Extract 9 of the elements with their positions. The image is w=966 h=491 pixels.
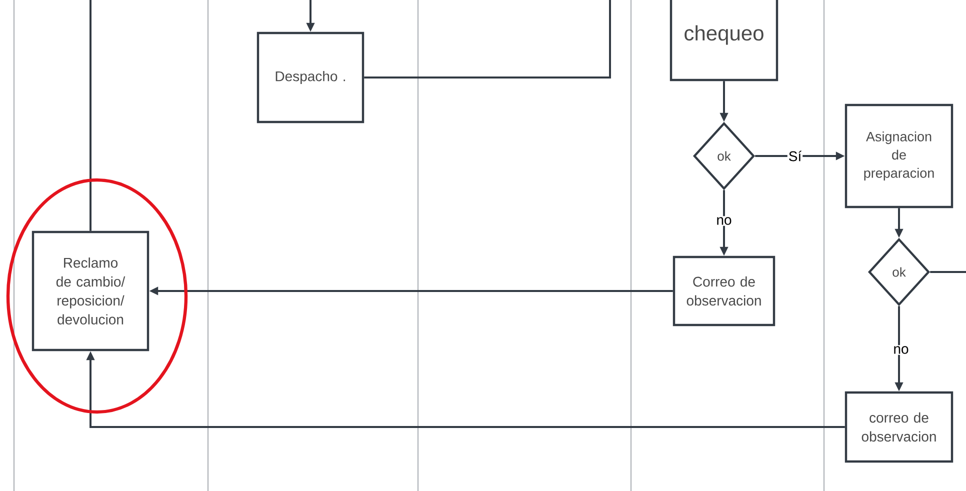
process-box: Reclamo de cambio/ reposicion/ devolucion	[32, 230, 150, 352]
process-box: chequeo	[670, 0, 778, 82]
edge-label: no	[715, 216, 733, 226]
edge-label: Sí	[787, 150, 803, 162]
edge-label: no	[892, 345, 910, 355]
process-box: Asignacion de preparacion	[844, 104, 954, 208]
process-box: Despacho .	[256, 32, 364, 124]
process-box: Correo de observacion	[672, 256, 776, 326]
process-box: correo de observacion	[844, 391, 954, 463]
